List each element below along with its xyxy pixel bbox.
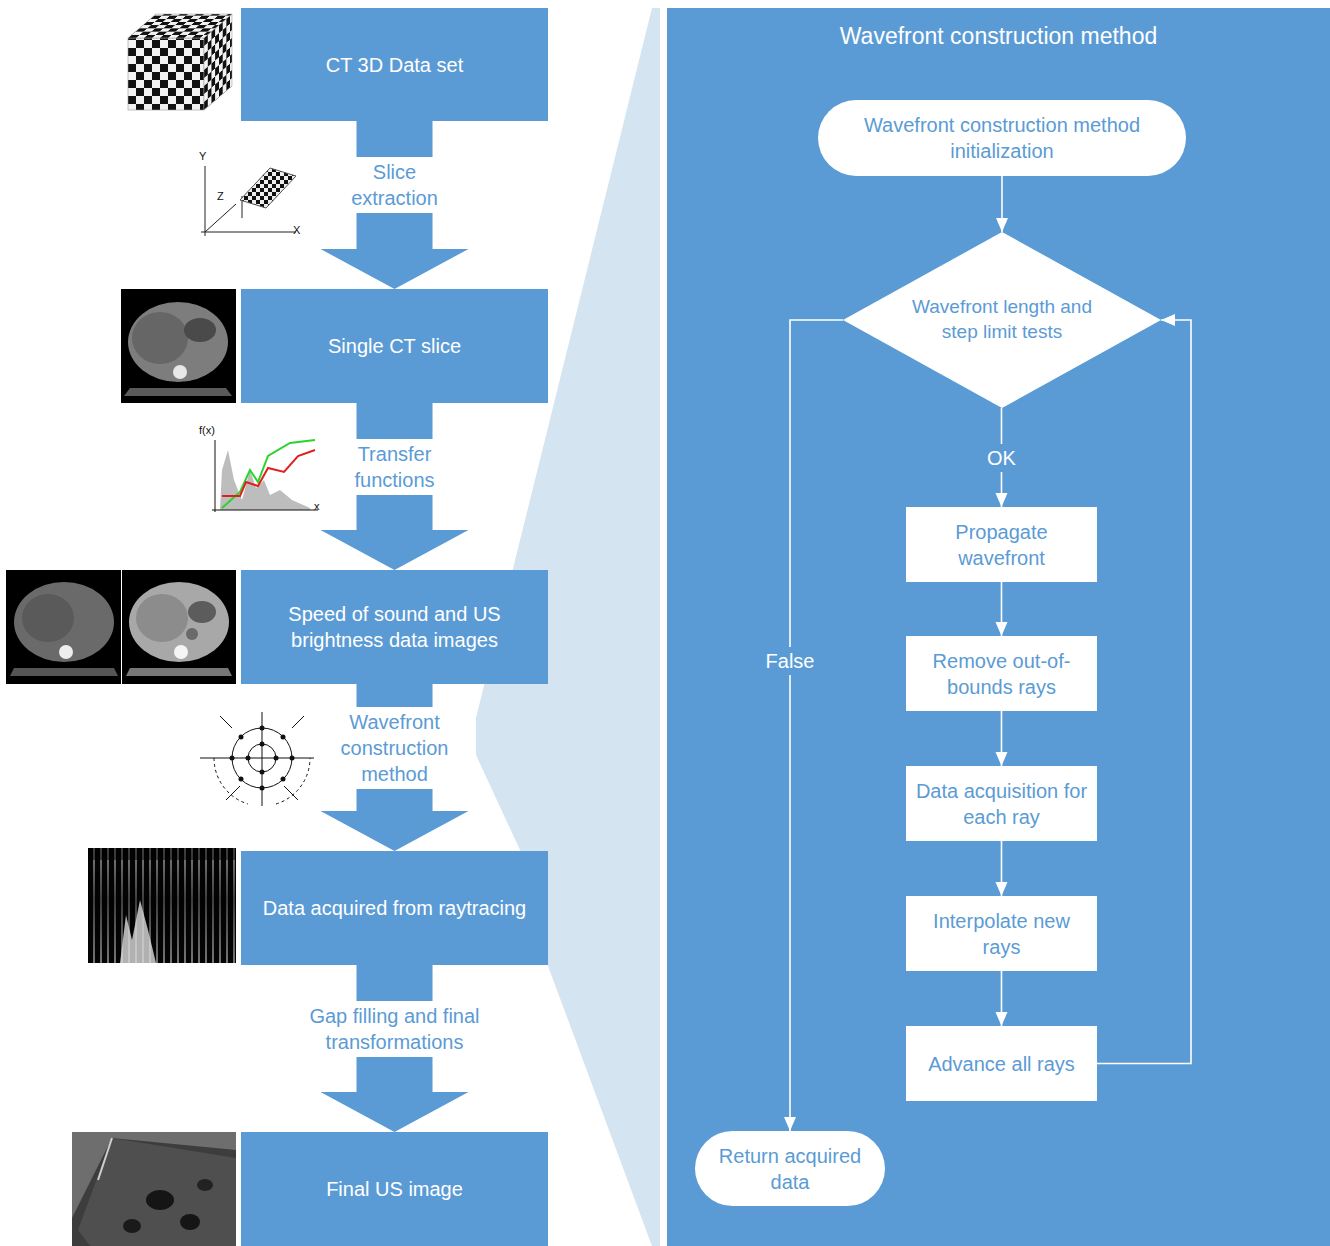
axis-label: x	[314, 500, 320, 512]
node-text: Return acquired data	[713, 1143, 867, 1195]
process-box: Remove out-of-bounds rays	[906, 636, 1097, 711]
node-text: Wavefront length and step limit tests	[895, 295, 1110, 344]
ct-slice-image	[121, 289, 236, 403]
process-box: Interpolate new rays	[906, 896, 1097, 971]
node-text: Data acquired from raytracing	[263, 895, 526, 921]
process-box: Data acquired from raytracing	[241, 851, 548, 965]
node-text: CT 3D Data set	[326, 52, 463, 78]
node-text: Data acquisition for each ray	[914, 778, 1089, 830]
data-images	[6, 570, 236, 684]
node-text: Interpolate new rays	[914, 908, 1089, 960]
terminal-pill: Wavefront construction method initializa…	[818, 100, 1186, 176]
raytracing-data-image	[88, 848, 236, 963]
process-box: Data acquisition for each ray	[906, 766, 1097, 841]
process-box: Final US image	[241, 1132, 548, 1246]
axis-label: Y	[199, 150, 206, 162]
node-text: Advance all rays	[928, 1051, 1075, 1077]
panel-title: Wavefront construction method	[667, 8, 1330, 52]
terminal-pill: Return acquired data	[695, 1131, 885, 1206]
node-text: Remove out-of-bounds rays	[914, 648, 1089, 700]
slice-axes	[201, 166, 296, 236]
process-box: Advance all rays	[906, 1026, 1097, 1101]
block-arrow	[321, 121, 469, 289]
axis-label: f(x)	[199, 424, 215, 436]
node-text: Propagate wavefront	[914, 519, 1089, 571]
node-text: Wavefront construction method initializa…	[836, 112, 1168, 164]
process-box: Speed of sound and US brightness data im…	[241, 570, 548, 684]
node-text: Single CT slice	[328, 333, 461, 359]
ultrasound-image	[72, 1132, 236, 1246]
transfer-function-plot	[212, 440, 318, 512]
block-arrow	[321, 684, 469, 851]
diamond-outline	[843, 232, 1161, 408]
process-box: CT 3D Data set	[241, 8, 548, 121]
block-arrow	[321, 403, 469, 570]
process-box: Single CT slice	[241, 289, 548, 403]
node-text: Speed of sound and US brightness data im…	[253, 601, 536, 653]
decision-diamond: Wavefront length and step limit tests	[843, 232, 1161, 408]
axis-label: Z	[217, 190, 224, 202]
block-arrow	[321, 965, 469, 1132]
axis-label: X	[293, 224, 300, 236]
node-text: Final US image	[326, 1176, 463, 1202]
volume-cube	[128, 14, 232, 110]
wavefront-grid	[200, 712, 324, 806]
process-box: Propagate wavefront	[906, 507, 1097, 582]
